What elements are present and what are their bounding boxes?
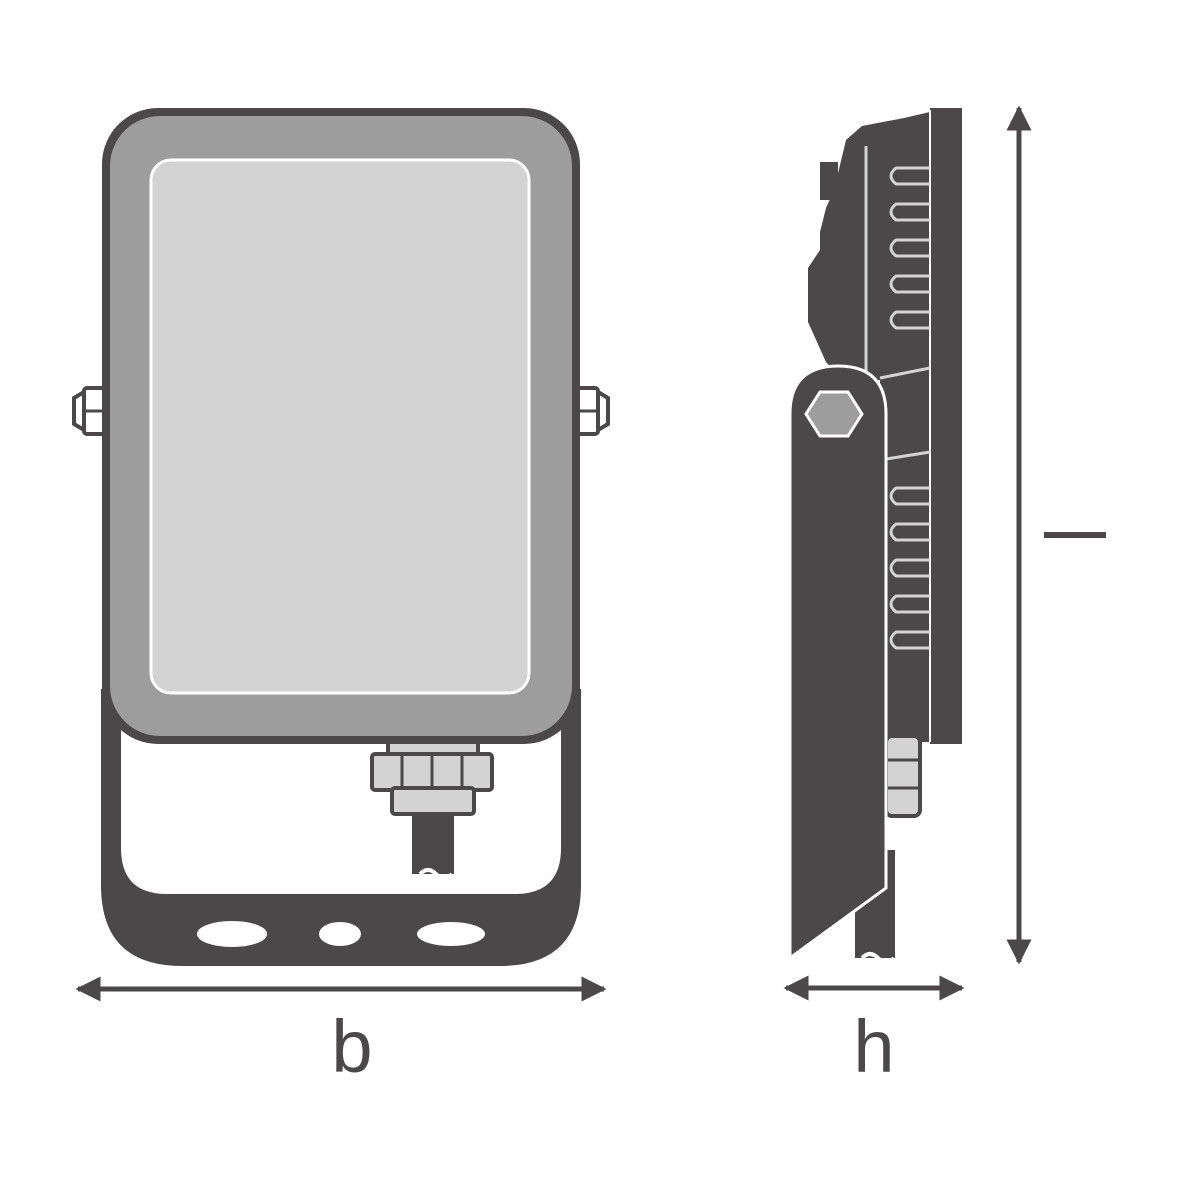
bracket-slot-left [197,921,267,947]
side-cable-gland [884,734,922,818]
lens [149,158,531,695]
cooling-fins-upper [864,146,930,378]
side-front-plate [930,108,962,744]
side-hex-bolt [804,390,864,438]
cooling-fins-lower [879,366,931,650]
side-view [788,108,962,964]
front-view [72,108,610,966]
length-dimension [1006,105,1106,965]
right-bolt [574,386,610,436]
bracket-slot-middle [319,922,361,946]
bracket-slot-right [417,922,485,946]
mounting-bracket [101,689,581,966]
width-dimension: b [75,976,607,1088]
side-connector [820,162,838,200]
height-label: h [853,1005,894,1088]
cable [412,812,454,880]
cable-gland [370,740,494,816]
left-bolt [72,386,108,436]
side-housing [808,112,930,742]
height-dimension: h [783,975,965,1088]
side-mounting-arm [788,364,888,961]
width-label: b [331,1005,372,1088]
